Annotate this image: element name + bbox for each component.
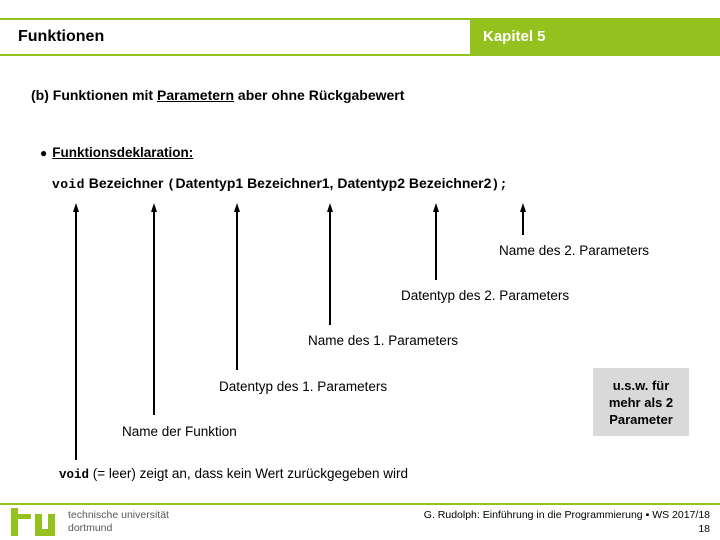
- label-param2-name: Name des 2. Parameters: [499, 243, 650, 258]
- note-keyword-void: void: [59, 468, 90, 482]
- arrow-shaft: [153, 210, 155, 415]
- arrow-head-icon: [234, 203, 240, 212]
- footer-credit: G. Rudolph: Einführung in die Programmie…: [423, 509, 710, 521]
- arrow-shaft: [329, 210, 331, 325]
- note-text: (= leer) zeigt an, dass kein Wert zurück…: [89, 466, 409, 481]
- void-explanation-note: void (= leer) zeigt an, dass kein Wert z…: [59, 466, 408, 482]
- section-subtitle: (b) Funktionen mit Parametern aber ohne …: [31, 87, 404, 103]
- tu-dortmund-logo: technische universität dortmund: [10, 508, 210, 538]
- subtitle-prefix: (b) Funktionen mit: [31, 87, 157, 103]
- arrow-head-icon: [151, 203, 157, 212]
- chapter-banner: [470, 18, 720, 56]
- label-function-name: Name der Funktion: [122, 424, 237, 439]
- chapter-label: Kapitel 5: [483, 28, 546, 45]
- tu-logo-line-1: technische universität: [68, 509, 169, 521]
- function-declaration-code: void Bezeichner (Datentyp1 Bezeichner1, …: [52, 175, 508, 192]
- arrow-shaft: [522, 210, 524, 235]
- callout-line-3: Parameter: [609, 411, 673, 427]
- header-rule-top: [0, 18, 720, 20]
- callout-more-parameters: u.s.w. für mehr als 2 Parameter: [593, 368, 689, 436]
- bullet-declaration: ● Funktionsdeklaration:: [40, 145, 193, 160]
- arrow-shaft: [236, 210, 238, 370]
- label-param1-type: Datentyp des 1. Parameters: [219, 379, 388, 394]
- subtitle-suffix: aber ohne Rückgabewert: [234, 87, 405, 103]
- arrow-head-icon: [520, 203, 526, 212]
- code-paren-close: ): [491, 177, 500, 192]
- callout-line-1: u.s.w. für: [612, 377, 670, 393]
- code-function-name: Bezeichner: [84, 175, 168, 191]
- footer-page-number: 18: [698, 523, 710, 535]
- code-parameter-list: Datentyp1 Bezeichner1, Datentyp2 Bezeich…: [175, 175, 492, 191]
- label-param1-name: Name des 1. Parameters: [308, 333, 459, 348]
- code-paren-open: (: [167, 177, 176, 192]
- arrow-head-icon: [73, 203, 79, 212]
- label-param2-type: Datentyp des 2. Parameters: [401, 288, 570, 303]
- bullet-label: Funktionsdeklaration:: [52, 145, 194, 160]
- subtitle-underlined-term: Parametern: [156, 87, 235, 103]
- arrow-shaft: [435, 210, 437, 280]
- code-keyword-void: void: [52, 177, 85, 192]
- arrow-head-icon: [433, 203, 439, 212]
- arrow-shaft: [75, 210, 77, 460]
- tu-logo-line-2: dortmund: [68, 522, 113, 534]
- header-rule-bottom: [0, 54, 720, 56]
- page-title: Funktionen: [18, 28, 105, 45]
- callout-line-2: mehr als 2: [608, 394, 674, 410]
- slide-header: Funktionen Kapitel 5: [0, 18, 720, 56]
- arrow-head-icon: [327, 203, 333, 212]
- tu-logo-text: technische universität dortmund: [68, 509, 169, 535]
- bullet-dot-icon: ●: [40, 146, 48, 160]
- code-semicolon: ;: [499, 177, 508, 192]
- footer-rule: [0, 503, 720, 505]
- tu-logo-mark-icon: [11, 508, 55, 536]
